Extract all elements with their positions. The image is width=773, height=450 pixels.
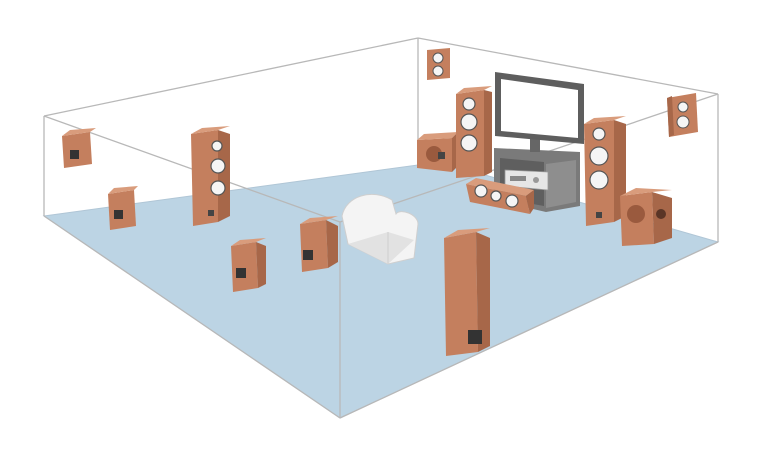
listening-seat xyxy=(341,193,419,265)
front-left-speaker xyxy=(456,86,492,178)
surround-left-tower-speaker xyxy=(191,126,230,226)
av-receiver xyxy=(504,169,549,191)
center-speaker xyxy=(466,178,534,214)
subwoofer-back xyxy=(417,132,458,172)
surround-right-speaker xyxy=(300,216,338,272)
rear-presence-left-speaker xyxy=(62,128,96,168)
rear-presence-right-speaker xyxy=(108,186,138,230)
surround-left-speaker xyxy=(231,238,266,292)
subwoofer xyxy=(620,188,672,246)
front-presence-right-speaker xyxy=(667,93,698,137)
tv xyxy=(495,72,584,152)
front-right-speaker xyxy=(584,116,626,226)
surround-back-speaker xyxy=(444,228,490,356)
front-presence-left-speaker xyxy=(427,48,450,80)
